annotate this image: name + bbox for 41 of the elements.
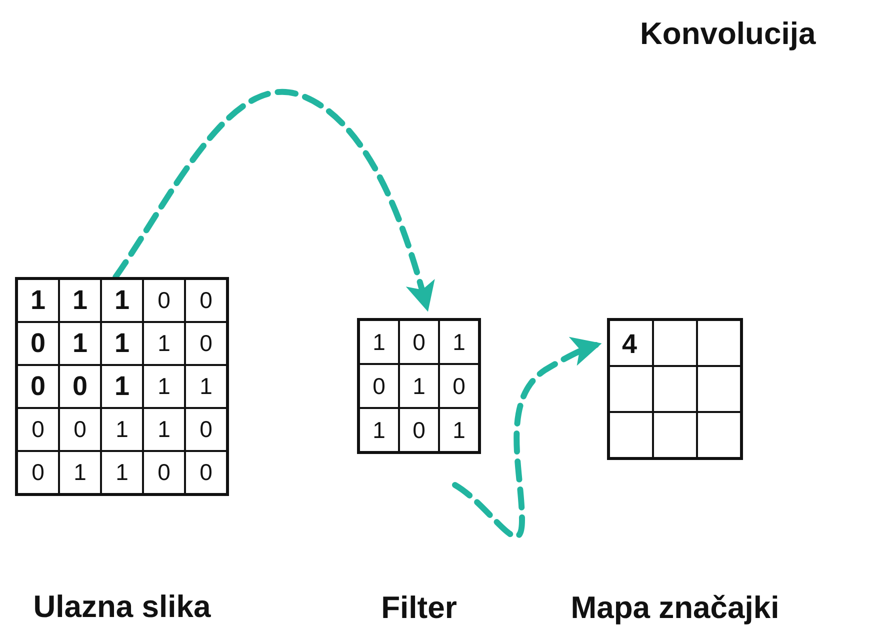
matrix-value: 1 <box>59 279 101 322</box>
matrix-value: 1 <box>17 279 59 322</box>
dashed-arrow <box>452 337 602 540</box>
matrix-caption: Ulazna slika <box>33 589 211 625</box>
matrix-value: 0 <box>17 408 59 451</box>
matrix-value: 1 <box>101 451 143 494</box>
diagram-title: Konvolucija <box>640 16 816 52</box>
matrix-value: 1 <box>143 322 185 365</box>
matrix-value: 1 <box>439 408 479 452</box>
matrix-caption: Mapa značajki <box>570 590 780 626</box>
matrix-value: 1 <box>439 320 479 364</box>
matrix-value: 0 <box>185 451 227 494</box>
matrix-caption: Filter <box>381 590 457 626</box>
matrix-value: 0 <box>439 364 479 408</box>
matrix-value: 1 <box>185 365 227 408</box>
matrix-value: 0 <box>185 408 227 451</box>
matrix-value: 0 <box>185 322 227 365</box>
matrix-value: 1 <box>143 408 185 451</box>
matrix-value: 1 <box>101 408 143 451</box>
matrix-value: 1 <box>143 365 185 408</box>
matrix-value: 1 <box>101 365 143 408</box>
matrix-value: 0 <box>17 365 59 408</box>
matrix-value: 1 <box>59 322 101 365</box>
dashed-arrow <box>112 88 435 312</box>
matrix-value: 0 <box>59 365 101 408</box>
matrix-value: 0 <box>143 451 185 494</box>
matrix-value: 1 <box>59 451 101 494</box>
matrix-value: 0 <box>17 451 59 494</box>
matrix-value: 4 <box>609 320 653 366</box>
matrix-value: 1 <box>399 364 439 408</box>
matrix-value: 1 <box>359 408 399 452</box>
matrix-value: 0 <box>143 279 185 322</box>
matrix-value: 0 <box>399 408 439 452</box>
matrix-value: 1 <box>101 279 143 322</box>
matrix-value: 0 <box>359 364 399 408</box>
matrix-value: 0 <box>185 279 227 322</box>
matrix-value: 1 <box>359 320 399 364</box>
matrix-value: 0 <box>399 320 439 364</box>
matrix-value: 1 <box>101 322 143 365</box>
matrix-value: 0 <box>17 322 59 365</box>
matrix-value: 0 <box>59 408 101 451</box>
